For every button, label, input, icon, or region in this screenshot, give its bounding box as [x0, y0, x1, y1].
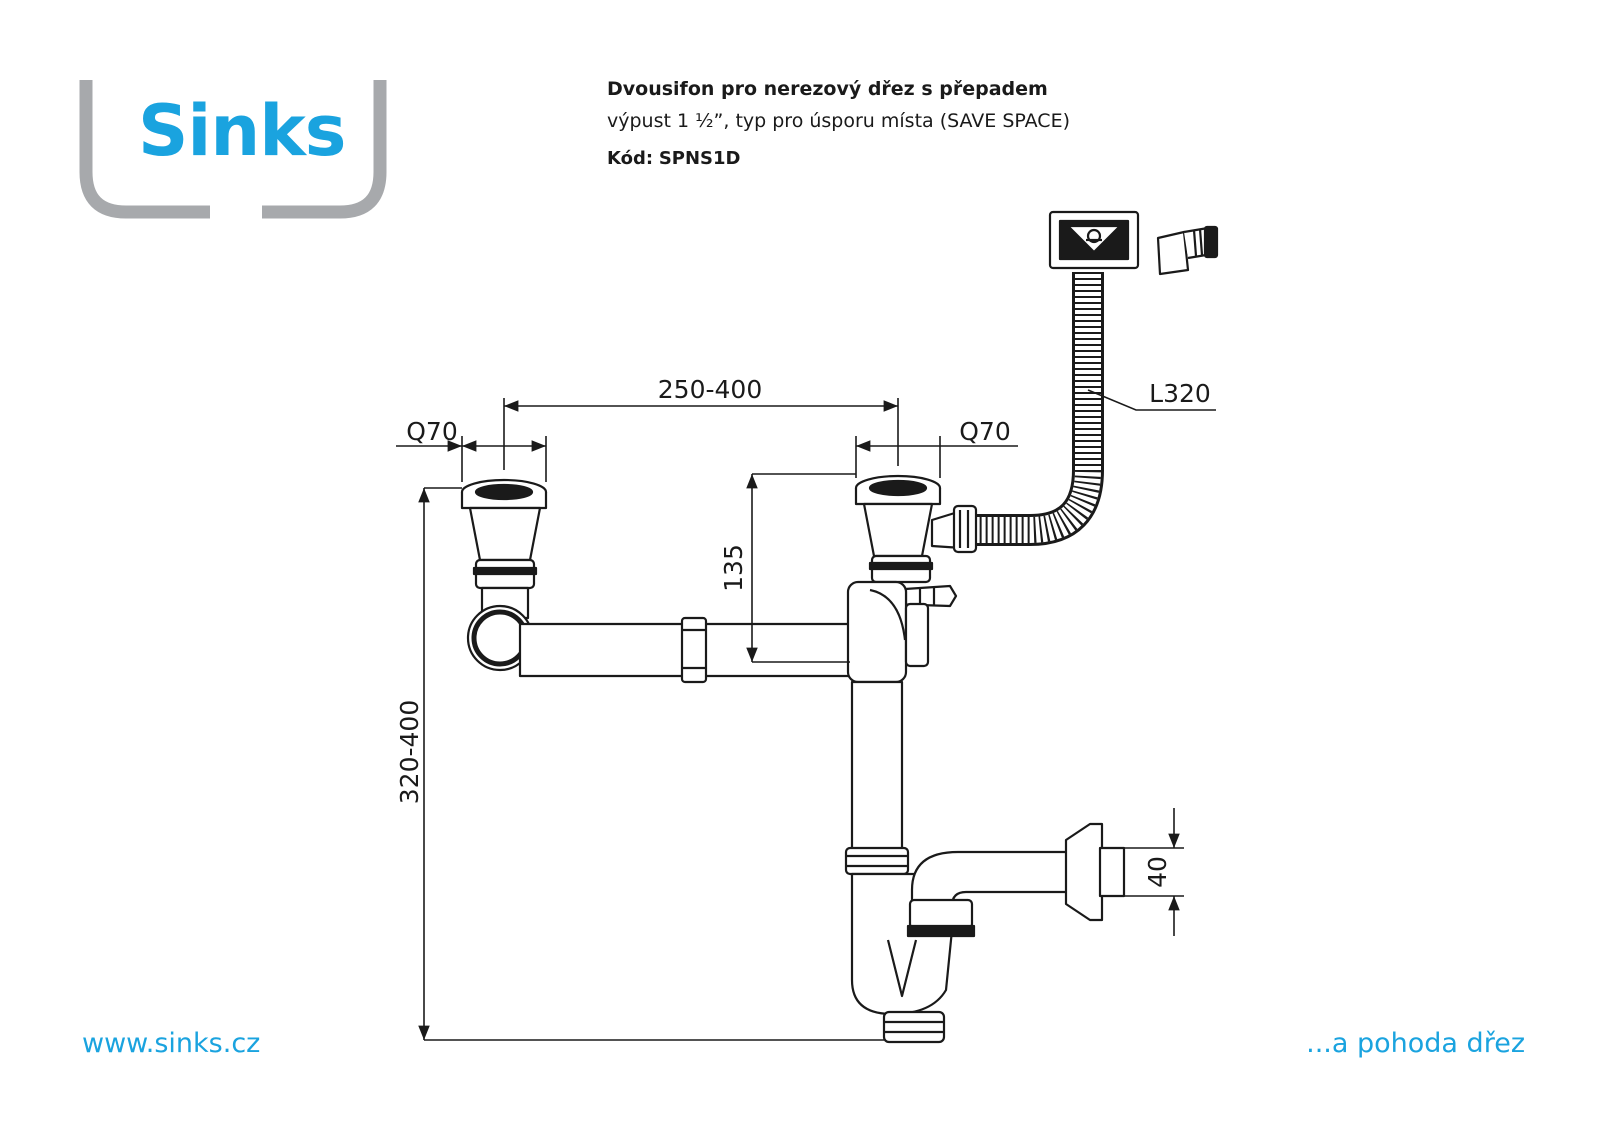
overflow-hose-outline	[970, 272, 1104, 546]
dim-total-height: 320-400	[395, 700, 424, 804]
pipe-nut	[680, 616, 708, 684]
overflow-connector	[930, 504, 978, 554]
logo-frame-right	[262, 80, 387, 219]
overflow-plate	[1048, 210, 1140, 270]
left-strainer	[460, 478, 548, 620]
outlet-pipe	[1098, 846, 1126, 898]
product-code-value: SPNS1D	[658, 148, 741, 169]
right-strainer	[854, 474, 942, 584]
outlet-nut	[908, 898, 974, 930]
sinks-logo	[79, 80, 387, 219]
dim-strainer-right: Q70	[959, 417, 1011, 446]
dimension-lines	[396, 389, 1216, 1041]
logo-frame	[79, 80, 210, 219]
product-code-label: Kód:	[607, 148, 654, 169]
dim-inlet-height: 135	[719, 544, 748, 592]
trap-cap	[882, 1010, 946, 1044]
product-subtitle: výpust 1 ½”, typ pro úsporu místa (SAVE …	[607, 110, 1070, 132]
product-title: Dvousifon pro nerezový dřez s přepadem	[607, 78, 1048, 100]
product-header: Dvousifon pro nerezový dřez s přepadem v…	[607, 78, 1070, 169]
siphon-vertical-tube	[850, 680, 904, 864]
siphon-body-top	[846, 580, 908, 684]
dim-overflow-hose: L320	[1149, 379, 1211, 408]
overflow-hose-ribs	[970, 272, 1101, 543]
logo-text: Sinks	[138, 90, 346, 172]
outlet-rosette	[1064, 822, 1104, 922]
dim-outlet-diameter: 40	[1143, 856, 1172, 888]
product-code: Kód: SPNS1D	[607, 148, 1070, 169]
footer-slogan: ...a pohoda dřez	[1306, 1028, 1525, 1059]
footer-website[interactable]: www.sinks.cz	[82, 1028, 261, 1059]
dim-strainer-left: Q70	[406, 417, 458, 446]
overflow-elbow-fitting	[1156, 225, 1219, 276]
dim-spacing: 250-400	[658, 375, 762, 404]
siphon-lower-nut	[844, 846, 910, 876]
